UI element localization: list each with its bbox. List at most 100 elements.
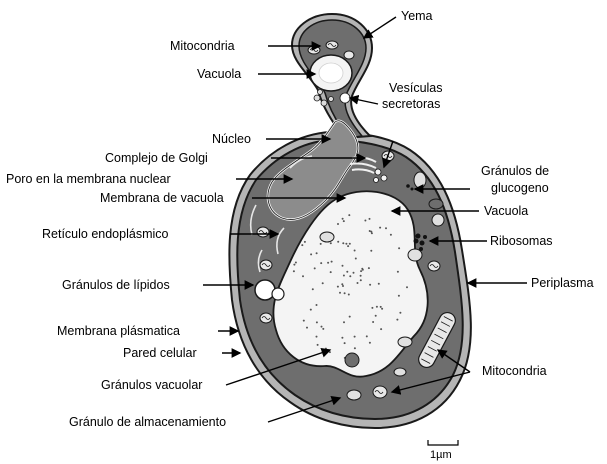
vacuole-granule — [396, 319, 398, 321]
label-poro: Poro en la membrana nuclear — [6, 172, 171, 186]
vacuole-granule — [353, 272, 355, 274]
vacuole-granule — [347, 245, 349, 247]
vacuole-granule — [337, 223, 339, 225]
vacuole-granule — [349, 243, 351, 245]
vacuole-granule — [343, 220, 345, 222]
vacuole-granule — [316, 252, 318, 254]
vacuole-granule — [369, 342, 371, 344]
vacuole-granule — [348, 294, 350, 296]
vacuole-granule — [354, 347, 356, 349]
vacuole-granule — [341, 283, 343, 285]
vacuole-granule — [345, 243, 347, 245]
vacuole-granule — [360, 279, 362, 281]
label-granulos-vacuolar: Gránulos vacuolar — [101, 378, 202, 392]
vacuole-granule — [317, 344, 319, 346]
label-glucogeno-2: glucogeno — [491, 181, 549, 195]
vacuole-granule — [376, 306, 378, 308]
vacuole-granule — [349, 275, 351, 277]
vacuole-granule — [343, 321, 345, 323]
vacuole-granule — [342, 242, 344, 244]
label-vesiculas-1: Vesículas — [389, 81, 443, 95]
vacuole-granule — [368, 267, 370, 269]
vacuole-granule — [341, 337, 343, 339]
vacuole-granule — [380, 306, 382, 308]
vacuole-granule — [325, 348, 327, 350]
vacuole-granule — [312, 288, 314, 290]
vacuole-granule — [306, 327, 308, 329]
vacuole-granule — [375, 315, 377, 317]
vacuole-granule — [399, 312, 401, 314]
vacuole-granule — [343, 275, 345, 277]
label-reticulo: Retículo endoplásmico — [42, 227, 169, 241]
vacuole-granule — [360, 270, 362, 272]
vacuole-granule — [310, 309, 312, 311]
label-yema: Yema — [401, 9, 433, 23]
vacuole-granule — [366, 335, 368, 337]
vacuole-granule — [331, 261, 333, 263]
vacuole-granule — [364, 220, 366, 222]
vacuole-granule — [322, 328, 324, 330]
vacuole-granule — [320, 243, 322, 245]
vacuole-granule — [369, 284, 371, 286]
vacuole-granule — [348, 214, 350, 216]
label-membrana-vacuola: Membrana de vacuola — [100, 191, 224, 205]
vacuole-granule — [342, 218, 344, 220]
scale-label: 1µm — [430, 449, 452, 461]
vacuole-granule — [337, 241, 339, 243]
vacuole-granule — [360, 275, 362, 277]
vacuole-granule — [371, 307, 373, 309]
vacuole-granule — [385, 227, 387, 229]
vacuole-granule — [330, 271, 332, 273]
vacuole-granule — [378, 283, 380, 285]
vacuole-granule — [293, 270, 295, 272]
vacuole-granule — [303, 320, 305, 322]
vacuole-granule — [329, 351, 331, 353]
vacuole-granule — [327, 262, 329, 264]
vacuole-granule — [295, 262, 297, 264]
vacuole-granule — [380, 328, 382, 330]
label-golgi: Complejo de Golgi — [105, 151, 208, 165]
vacuole-granule — [381, 308, 383, 310]
vacuole-granule — [316, 336, 318, 338]
vacuole-granule — [369, 218, 371, 220]
vacuole-granule — [321, 326, 323, 328]
vacuole-granule — [304, 241, 306, 243]
bud — [292, 14, 372, 138]
vacuole-granule — [322, 282, 324, 284]
vacuole-granule — [369, 230, 371, 232]
vacuole-granule — [344, 292, 346, 294]
vacuole-granule — [379, 227, 381, 229]
vacuole-granule — [342, 265, 344, 267]
label-membrana-plasmatica: Membrana plásmatica — [57, 324, 180, 338]
vacuole-granule — [371, 232, 373, 234]
vacuole-granule — [339, 292, 341, 294]
vacuole-granule — [310, 253, 312, 255]
label-almacenamiento: Gránulo de almacenamiento — [69, 415, 226, 429]
label-ribosomas: Ribosomas — [490, 234, 553, 248]
vacuole-granule — [293, 264, 295, 266]
label-periplasma: Periplasma — [531, 276, 594, 290]
vacuole-granule — [361, 268, 363, 270]
vacuole-granule — [346, 271, 348, 273]
vacuole-granule — [344, 342, 346, 344]
label-mitocondria-top: Mitocondria — [170, 39, 235, 53]
vacuole-granule — [349, 316, 351, 318]
vacuole-granule — [397, 271, 399, 273]
vacuole-granule — [370, 250, 372, 252]
label-lipidos: Gránulos de lípidos — [62, 278, 170, 292]
label-vacuola-top: Vacuola — [197, 67, 241, 81]
vacuole-granule — [314, 267, 316, 269]
label-vesiculas-2: secretoras — [382, 97, 440, 111]
vacuole-granule — [398, 247, 400, 249]
vacuole-granule — [330, 242, 332, 244]
label-mitocondria-bottom: Mitocondria — [482, 364, 547, 378]
vacuole-granule — [316, 304, 318, 306]
vacuole-granule — [354, 336, 356, 338]
label-vacuola-right: Vacuola — [484, 204, 528, 218]
vacuole-granule — [398, 295, 400, 297]
vacuole-granule — [316, 321, 318, 323]
vacuole-granule — [337, 286, 339, 288]
label-nucleo: Núcleo — [212, 132, 251, 146]
